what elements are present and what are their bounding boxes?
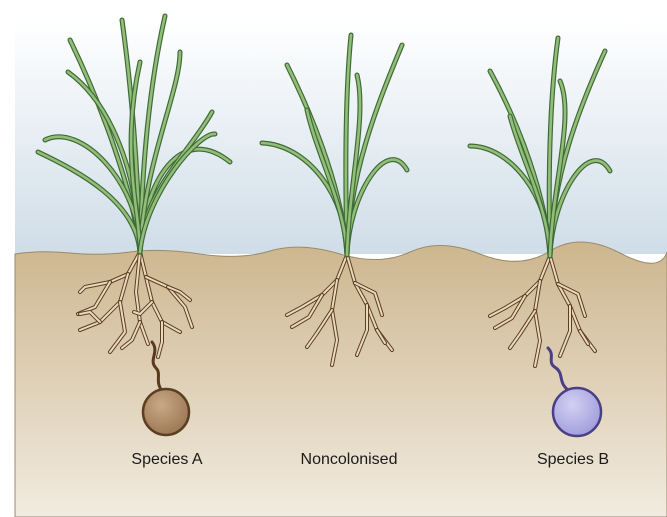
soil xyxy=(15,242,667,517)
label-species-a: Species A xyxy=(92,451,242,469)
spore-species-a xyxy=(143,389,189,435)
label-species-b: Species B xyxy=(498,451,648,469)
spore-species-b xyxy=(553,388,601,436)
label-noncolonised: Noncolonised xyxy=(274,451,424,469)
